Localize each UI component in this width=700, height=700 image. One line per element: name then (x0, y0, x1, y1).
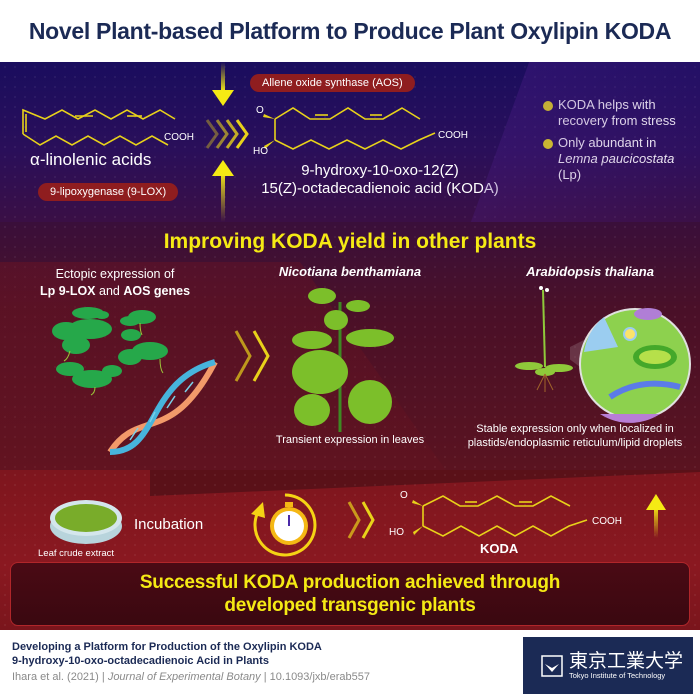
substrate-name: α-linolenic acids (30, 150, 152, 169)
koda-o-label: O (256, 105, 264, 116)
nicotiana-title: Nicotiana benthamiana (278, 264, 422, 279)
stopwatch-timer-icon (251, 493, 317, 557)
logo-kanji: 東京工業大学 (569, 650, 684, 672)
section-title: Improving KODA yield in other plants (163, 230, 537, 253)
chevron-right-icon (205, 119, 249, 149)
improvement-panel: Improving KODA yield in other plants Ect… (0, 222, 700, 470)
swallow-emblem-icon (541, 654, 563, 677)
chevron-right-icon (347, 501, 375, 539)
koda-ho-label: HO (389, 527, 404, 538)
leaf-extract-label: Leaf crude extract (38, 548, 115, 559)
bullet-icon (543, 139, 553, 149)
aos-enzyme-label: Allene oxide synthase (AOS) (250, 74, 415, 92)
arabidopsis-caption: Stable expression only when localized in… (467, 423, 683, 449)
arrow-up-icon (646, 494, 666, 538)
logo-english: Tokyo Institute of Technology (569, 671, 666, 680)
substrate-cooh-label: COOH (164, 132, 194, 143)
nicotiana-plant-icon (292, 288, 394, 432)
arabidopsis-plant-icon (515, 286, 573, 392)
chevron-right-icon (234, 330, 270, 382)
koda-structure-icon (263, 107, 436, 150)
citation: Ihara et al. (2021) | Journal of Experim… (12, 671, 370, 683)
arrow-down-icon (212, 62, 234, 106)
petri-dish-icon (50, 500, 122, 544)
nicotiana-caption: Transient expression in leaves (275, 434, 425, 446)
koda-structure-icon (412, 495, 588, 537)
arabidopsis-title: Arabidopsis thaliana (526, 264, 654, 279)
conclusion-line-1: Successful KODA production achieved thro… (139, 572, 561, 593)
page-title: Novel Plant-based Platform to Produce Pl… (28, 17, 672, 44)
arrow-up-icon (212, 160, 234, 222)
koda-cooh-label: COOH (592, 516, 622, 527)
koda-label: KODA (480, 541, 519, 556)
koda-ho-label: HO (253, 146, 268, 157)
biosynthesis-panel: COOH α-linolenic acids 9-lipoxygenase (9… (0, 62, 700, 222)
bullet-icon (543, 101, 553, 111)
duckweed-lemna-icon (52, 307, 168, 396)
koda-cooh-label: COOH (438, 130, 468, 141)
incubation-label: Incubation (134, 516, 204, 533)
koda-o-label: O (400, 490, 408, 501)
ectopic-expression-label: Ectopic expression of Lp 9-LOX and AOS g… (39, 267, 191, 298)
paper-title: Developing a Platform for Production of … (12, 641, 322, 667)
conclusion-banner: Successful KODA production achieved thro… (10, 562, 690, 626)
plant-cell-organelles-icon (570, 308, 691, 423)
dna-helix-icon (107, 359, 218, 455)
alpha-linolenic-acid-structure-icon (22, 108, 176, 146)
lox-enzyme-label: 9-lipoxygenase (9-LOX) (38, 183, 179, 201)
header: Novel Plant-based Platform to Produce Pl… (0, 0, 700, 62)
koda-full-name: 9-hydroxy-10-oxo-12(Z) 15(Z)-octadecadie… (261, 162, 499, 197)
tokyo-tech-logo: 東京工業大学 Tokyo Institute of Technology (523, 637, 693, 694)
conclusion-line-2: developed transgenic plants (224, 595, 476, 616)
